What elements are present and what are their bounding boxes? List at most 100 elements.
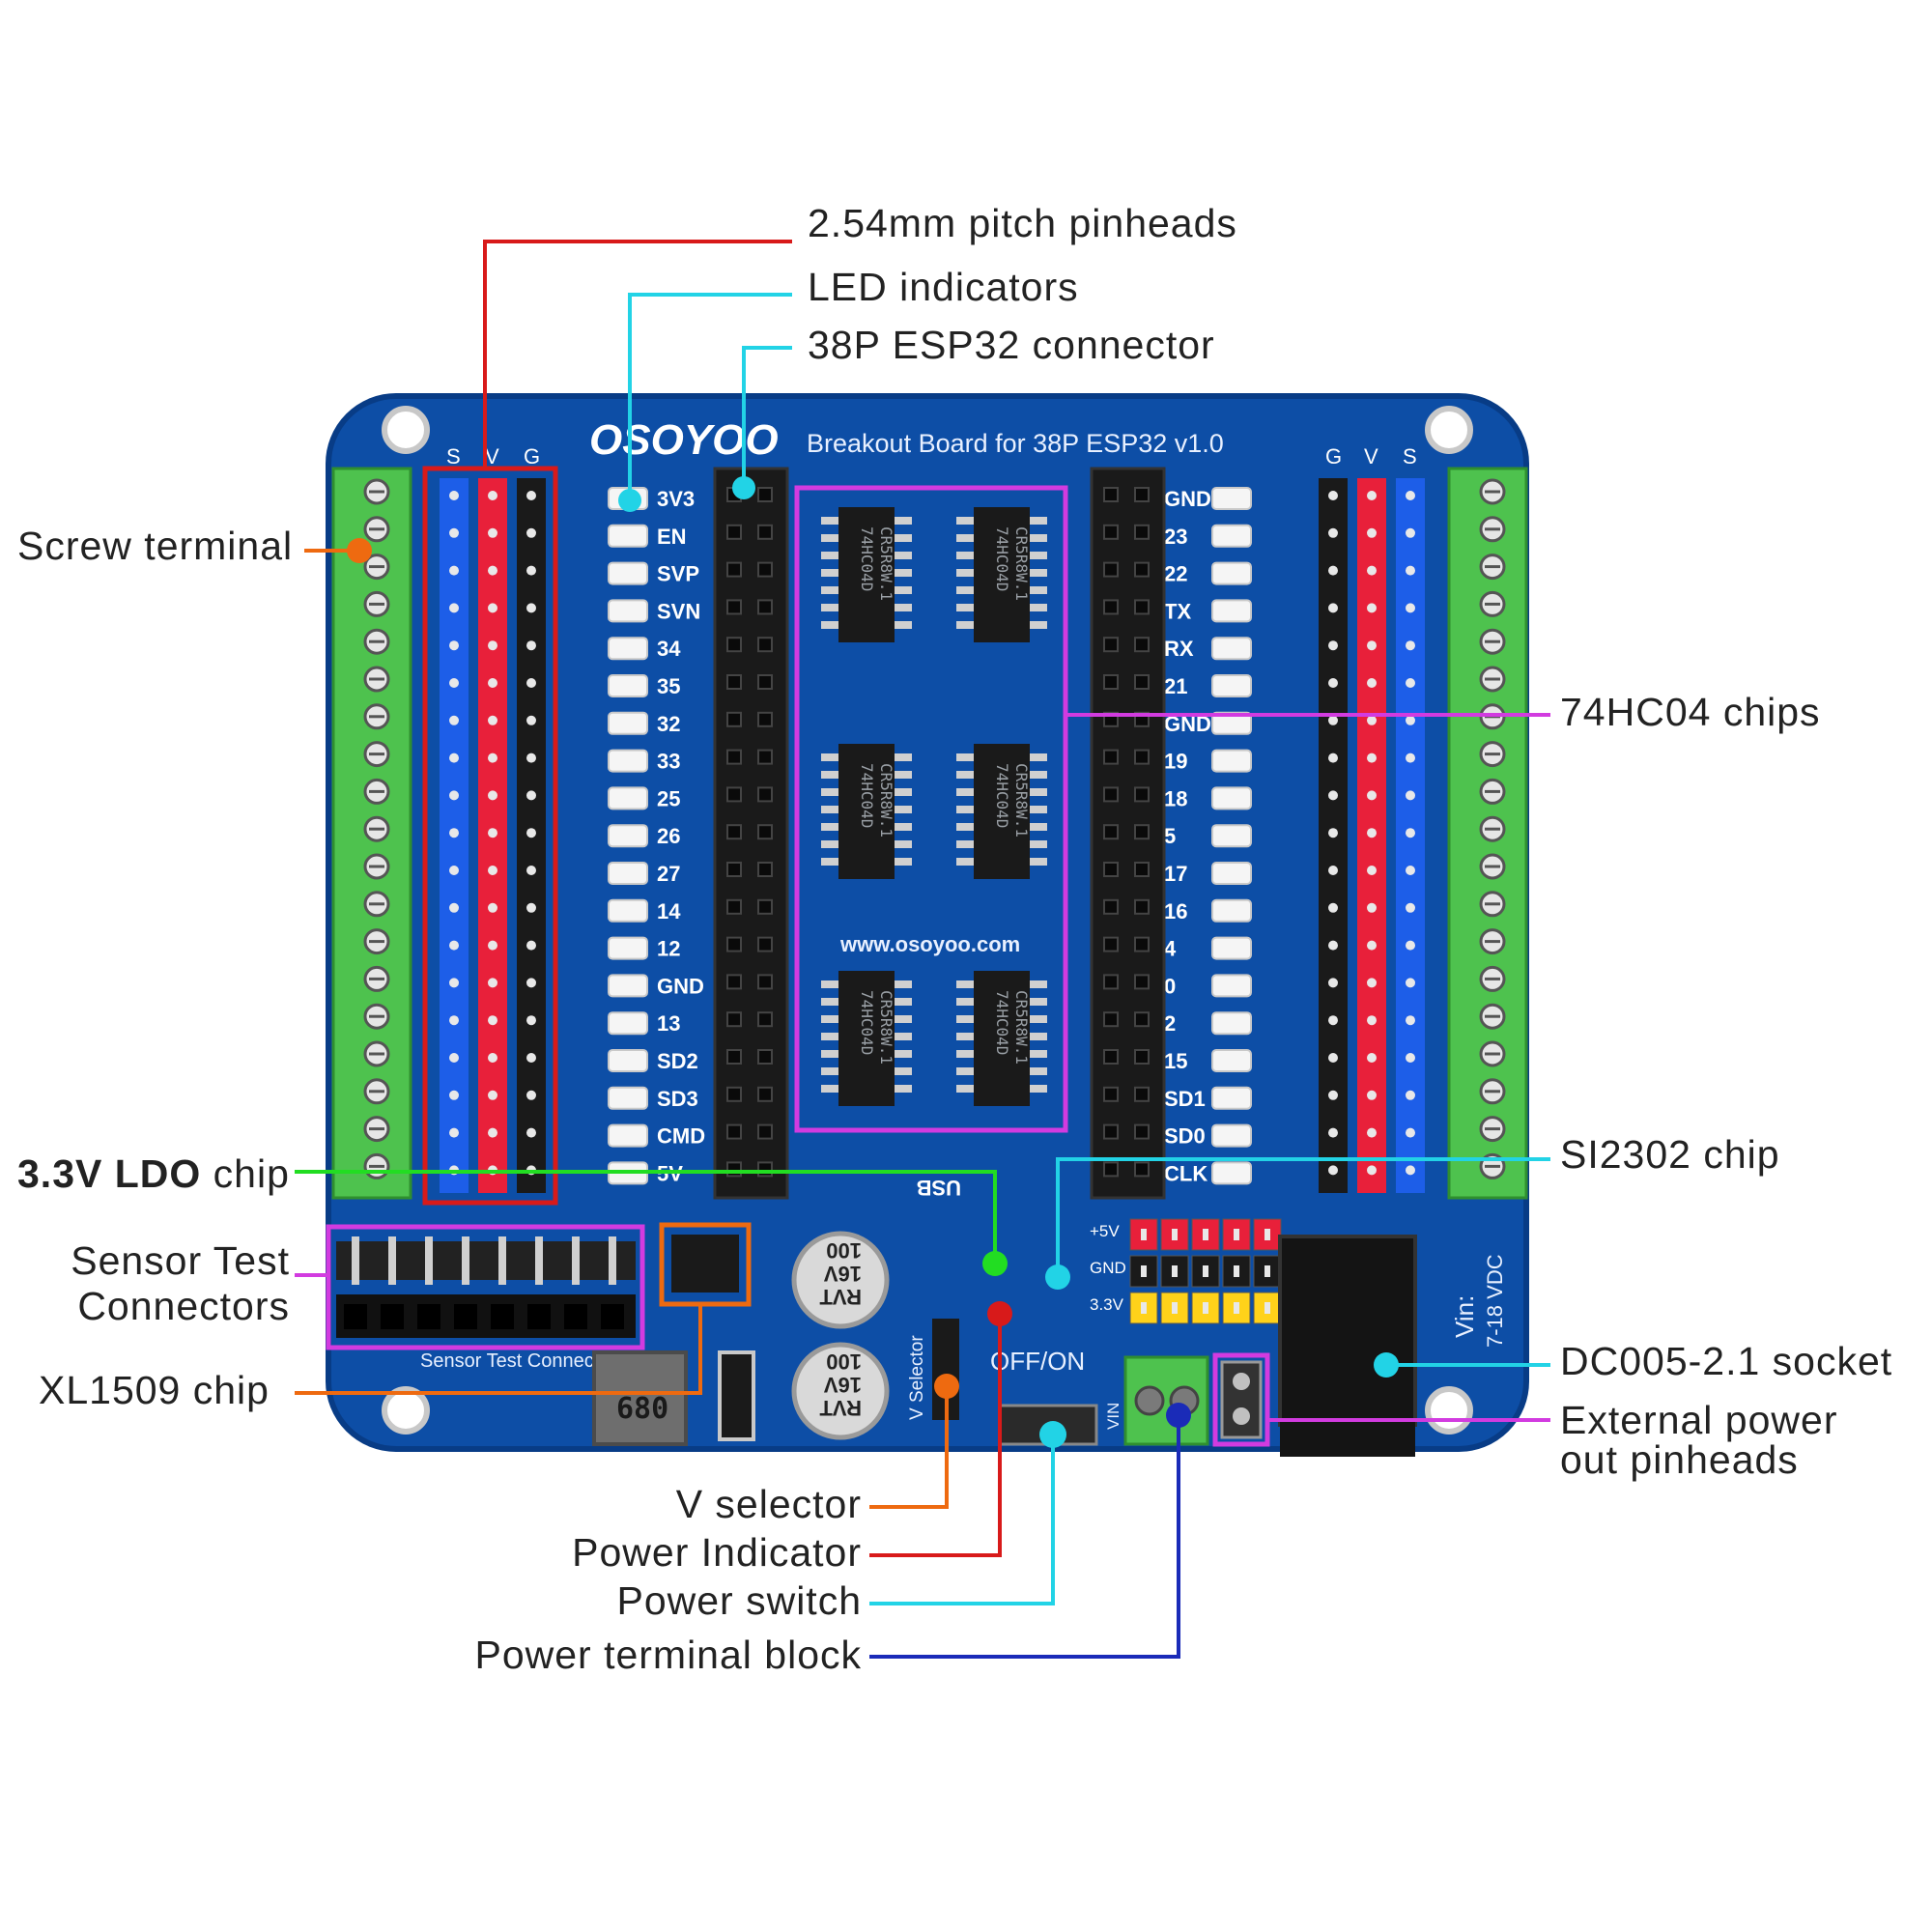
socket-hole <box>757 599 773 615</box>
chip-leg <box>1030 586 1047 594</box>
chip-leg <box>895 858 912 866</box>
led-indicator <box>608 1049 648 1072</box>
header-pin <box>449 828 459 838</box>
pin-label: TX <box>1164 599 1191 623</box>
header-pin <box>449 1127 459 1138</box>
chip-leg <box>1030 517 1047 525</box>
header-pin <box>488 940 497 951</box>
header-pin <box>1367 1127 1377 1138</box>
header-pin <box>449 715 459 725</box>
header-pin <box>1367 640 1377 651</box>
chip-leg <box>956 1015 974 1023</box>
header-pin <box>1406 1127 1415 1138</box>
rail-label-33v: 3.3V <box>1090 1295 1124 1314</box>
socket-hole <box>726 1049 742 1065</box>
chip-leg <box>1030 1033 1047 1040</box>
socket-hole <box>726 898 742 915</box>
pin-label: 2 <box>1164 1011 1176 1036</box>
pin-label: 21 <box>1164 674 1187 698</box>
header-pin <box>1406 640 1415 651</box>
socket-hole <box>757 974 773 990</box>
socket-hole <box>757 561 773 578</box>
left-header-v: V <box>485 444 499 469</box>
callout-si2302-chip: SI2302 chip <box>1560 1132 1780 1177</box>
header-pin <box>488 1090 497 1100</box>
led-indicator <box>1211 974 1252 998</box>
socket-hole <box>757 936 773 952</box>
power-ind-leader-line <box>869 1314 1002 1557</box>
chip-leg <box>821 517 838 525</box>
chip-leg <box>821 1015 838 1023</box>
chip-body <box>838 971 895 1106</box>
socket-hole <box>726 862 742 877</box>
socket-hole <box>757 1086 773 1102</box>
sensor-test-connector <box>336 1236 636 1338</box>
socket-hole <box>757 1161 773 1178</box>
socket-hole <box>757 524 773 540</box>
header-pin <box>526 715 536 725</box>
left-header-labels: S V G <box>446 444 540 469</box>
chip-leg <box>1030 788 1047 796</box>
led-indicator <box>1211 786 1252 810</box>
sensor-socket <box>527 1304 551 1329</box>
led-indicator <box>1211 749 1252 773</box>
chip-leg <box>895 517 912 525</box>
socket-hole <box>1103 936 1119 952</box>
socket-hole <box>1103 561 1119 578</box>
header-pin <box>1328 603 1338 613</box>
chip-leg <box>956 586 974 594</box>
chip-leg <box>821 586 838 594</box>
socket-hole <box>1103 786 1119 803</box>
xl1509-highlight-box <box>659 1222 752 1307</box>
header-pin <box>1406 603 1415 613</box>
header-pin <box>488 678 497 688</box>
header-pin <box>488 491 497 500</box>
header-pin <box>526 640 536 651</box>
socket-hole <box>757 487 773 502</box>
chip-marking: CR5R8W.1 <box>877 526 895 601</box>
sensor-pin <box>462 1236 469 1285</box>
led-indicator <box>1211 711 1252 735</box>
xl1509-chip <box>671 1235 739 1293</box>
header-pin <box>1406 1015 1415 1026</box>
header-pin <box>526 565 536 576</box>
capacitor-marking: 16V <box>824 1262 862 1286</box>
pin-label: 35 <box>657 674 680 698</box>
chip-marking: CR5R8W.1 <box>877 990 895 1065</box>
socket-hole <box>726 524 742 540</box>
led-indicator <box>1211 936 1252 960</box>
callout-ldo-bold: 3.3V LDO <box>17 1151 202 1196</box>
socket-hole <box>1103 637 1119 653</box>
pin-label: 33 <box>657 750 680 774</box>
mount-hole-tl <box>382 406 430 454</box>
header-pin <box>526 790 536 801</box>
pin-label: SD0 <box>1164 1124 1206 1149</box>
socket-hole <box>1103 898 1119 915</box>
header-pin <box>1367 527 1377 538</box>
header-pin <box>488 640 497 651</box>
socket-hole <box>1134 674 1150 690</box>
header-pin <box>1406 1090 1415 1100</box>
socket-hole <box>726 561 742 578</box>
led-indicator <box>608 524 648 548</box>
socket-hole <box>726 1011 742 1028</box>
chip-leg <box>1030 823 1047 831</box>
screw-terminal-right <box>1447 467 1528 1200</box>
header-pin <box>1328 1165 1338 1176</box>
inductor-marking: 680 <box>616 1392 668 1426</box>
capacitor <box>791 1342 890 1440</box>
header-pin <box>449 790 459 801</box>
header-pin <box>1406 866 1415 875</box>
header-pin <box>1328 1053 1338 1063</box>
rail-pin-tip <box>1141 1302 1147 1314</box>
header-pin <box>1367 753 1377 763</box>
led-indicator <box>608 1011 648 1036</box>
led-indicator <box>1211 561 1252 585</box>
pin-label: GND <box>657 974 704 998</box>
esp32-socket-right <box>1090 467 1166 1200</box>
chip-leg <box>895 823 912 831</box>
socket-hole <box>1103 524 1119 540</box>
chip-leg <box>821 998 838 1006</box>
